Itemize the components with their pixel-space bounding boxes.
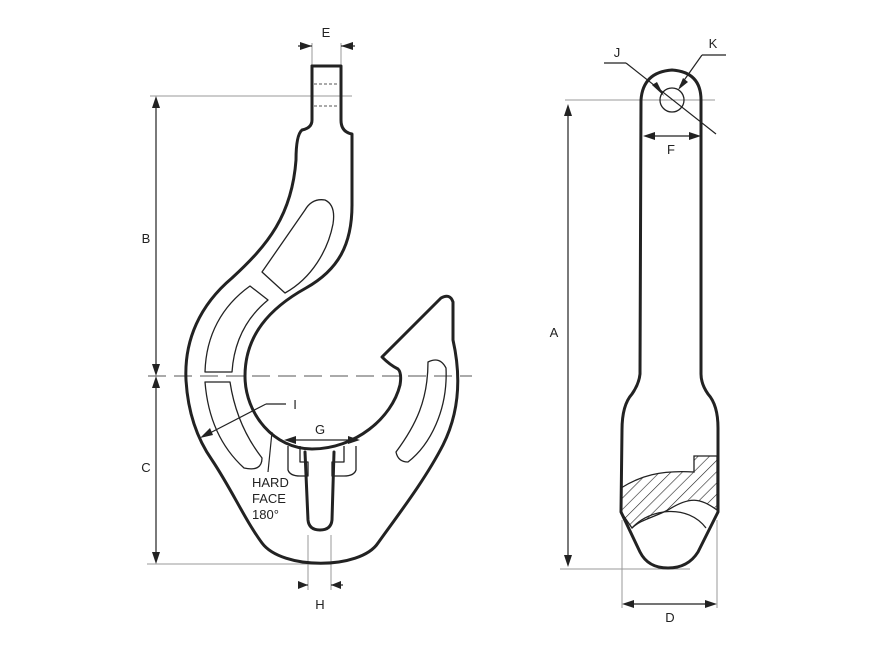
dim-g-arrow-left xyxy=(284,436,296,444)
dim-g-arrow-right xyxy=(348,436,360,444)
dim-leader-i-diag xyxy=(207,403,267,435)
dim-label-f: F xyxy=(667,142,675,157)
dim-d-arrow-left xyxy=(622,600,634,608)
dim-label-i: I xyxy=(293,397,297,412)
hook-throat-slot xyxy=(303,450,336,532)
hook-window-lower-left xyxy=(204,381,263,470)
hard-face-note-line1: HARD xyxy=(252,475,289,490)
dim-label-k: K xyxy=(709,36,718,51)
dim-leader-j xyxy=(625,62,717,135)
dim-f-arrow-right xyxy=(689,132,701,140)
dim-c-arrow-bottom xyxy=(152,552,160,564)
hook-window-upper xyxy=(261,199,335,294)
dim-j-arrow xyxy=(652,82,664,96)
hook-latch-pad-left xyxy=(287,446,309,477)
dim-a-arrow-top xyxy=(564,104,572,116)
dim-e-arrow-left xyxy=(300,42,312,50)
dim-label-b: B xyxy=(142,231,151,246)
hook-latch-pad-right xyxy=(331,446,357,477)
hook-front-view: B C E G H I HARD FACE 180° xyxy=(141,25,472,612)
hard-face-section-hatch xyxy=(620,455,718,530)
hook-outer-body xyxy=(184,64,460,565)
dim-h-arrow-right xyxy=(331,581,341,589)
dim-label-a: A xyxy=(550,325,559,340)
dim-c-arrow-top xyxy=(152,376,160,388)
dim-label-d: D xyxy=(665,610,674,625)
eye-hole xyxy=(659,87,685,113)
side-view-outline xyxy=(619,68,720,570)
hook-window-right xyxy=(395,359,447,463)
hard-face-note-line2: FACE xyxy=(252,491,286,506)
dim-b-arrow-top xyxy=(152,96,160,108)
dim-label-g: G xyxy=(315,422,325,437)
dim-label-j: J xyxy=(614,45,621,60)
dim-label-e: E xyxy=(322,25,331,40)
side-view-bottom-arc xyxy=(631,510,707,529)
dim-d-arrow-right xyxy=(705,600,717,608)
dim-label-c: C xyxy=(141,460,150,475)
dim-h-arrow-left xyxy=(298,581,308,589)
dim-label-h: H xyxy=(315,597,324,612)
dim-k-arrow xyxy=(678,78,688,90)
hook-window-left xyxy=(204,285,269,373)
dim-b-arrow-bottom xyxy=(152,364,160,376)
hook-side-view: J K F A D xyxy=(550,36,726,625)
dim-i-arrow xyxy=(200,428,213,438)
hard-face-leader xyxy=(267,431,273,473)
hard-face-note-line3: 180° xyxy=(252,507,279,522)
dim-e-arrow-right xyxy=(341,42,353,50)
dim-f-arrow-left xyxy=(643,132,655,140)
dim-a-arrow-bottom xyxy=(564,555,572,567)
hook-shank xyxy=(310,64,354,207)
